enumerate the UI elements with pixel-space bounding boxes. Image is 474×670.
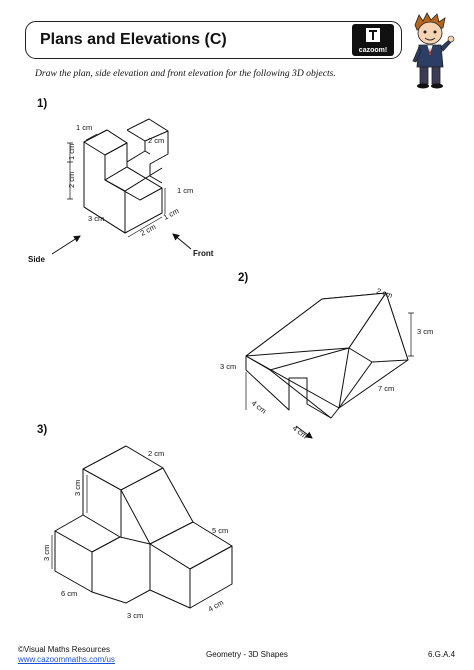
front-arrow-2 — [295, 425, 313, 439]
q1-label: 1 cm — [162, 206, 181, 222]
shape-1 — [83, 118, 169, 234]
side-label: Side — [28, 255, 45, 264]
front-view-arrow — [172, 233, 192, 250]
question-2-number: 2) — [238, 272, 249, 284]
footer-copyright: ©Visual Maths Resources — [18, 645, 111, 654]
title-box: Plans and Elevations (C) — [25, 21, 402, 59]
q3-label: 4 cm — [207, 598, 226, 614]
q3-label: 3 cm — [42, 545, 51, 561]
dimension-lines-2 — [245, 312, 414, 410]
q2-label: 3 cm — [417, 327, 433, 336]
dimension-lines-1 — [67, 133, 166, 238]
q1-label: 3 cm — [88, 214, 104, 223]
q1-label: 1 cm — [67, 144, 76, 160]
side-view-arrow — [51, 235, 81, 255]
footer-topic: Geometry - 3D Shapes — [206, 650, 288, 659]
footer-code: 6.G.A.4 — [428, 650, 456, 659]
q3-label: 5 cm — [212, 526, 228, 535]
q3-label: 3 cm — [127, 611, 143, 620]
page-title: Plans and Elevations (C) — [40, 31, 227, 48]
q1-label: 2 cm — [148, 136, 164, 145]
q2-label: 3 cm — [220, 362, 236, 371]
question-1-number: 1) — [37, 98, 48, 110]
brand-text: cazoom! — [359, 47, 387, 54]
q1-label: 1 cm — [177, 186, 193, 195]
q1-label: 2 cm — [67, 172, 76, 188]
shape-3 — [54, 445, 233, 609]
q1-label: 1 cm — [76, 123, 92, 132]
cazoom-logo: cazoom! — [352, 24, 394, 56]
question-3-number: 3) — [37, 424, 48, 436]
dimension-lines-3 — [51, 475, 88, 569]
q2-label: 7 cm — [378, 384, 394, 393]
front-label: Front — [193, 249, 214, 258]
instruction-text: Draw the plan, side elevation and front … — [35, 68, 336, 79]
q3-label: 2 cm — [148, 449, 164, 458]
q2-label: 4 cm — [291, 423, 309, 440]
q3-label: 6 cm — [61, 589, 77, 598]
footer-link[interactable]: www.cazoommaths.com/us — [18, 655, 115, 664]
mascot-boy-icon — [412, 12, 455, 89]
q2-label: 4 cm — [250, 398, 268, 415]
q3-label: 3 cm — [73, 480, 82, 496]
shape-2 — [245, 292, 409, 419]
